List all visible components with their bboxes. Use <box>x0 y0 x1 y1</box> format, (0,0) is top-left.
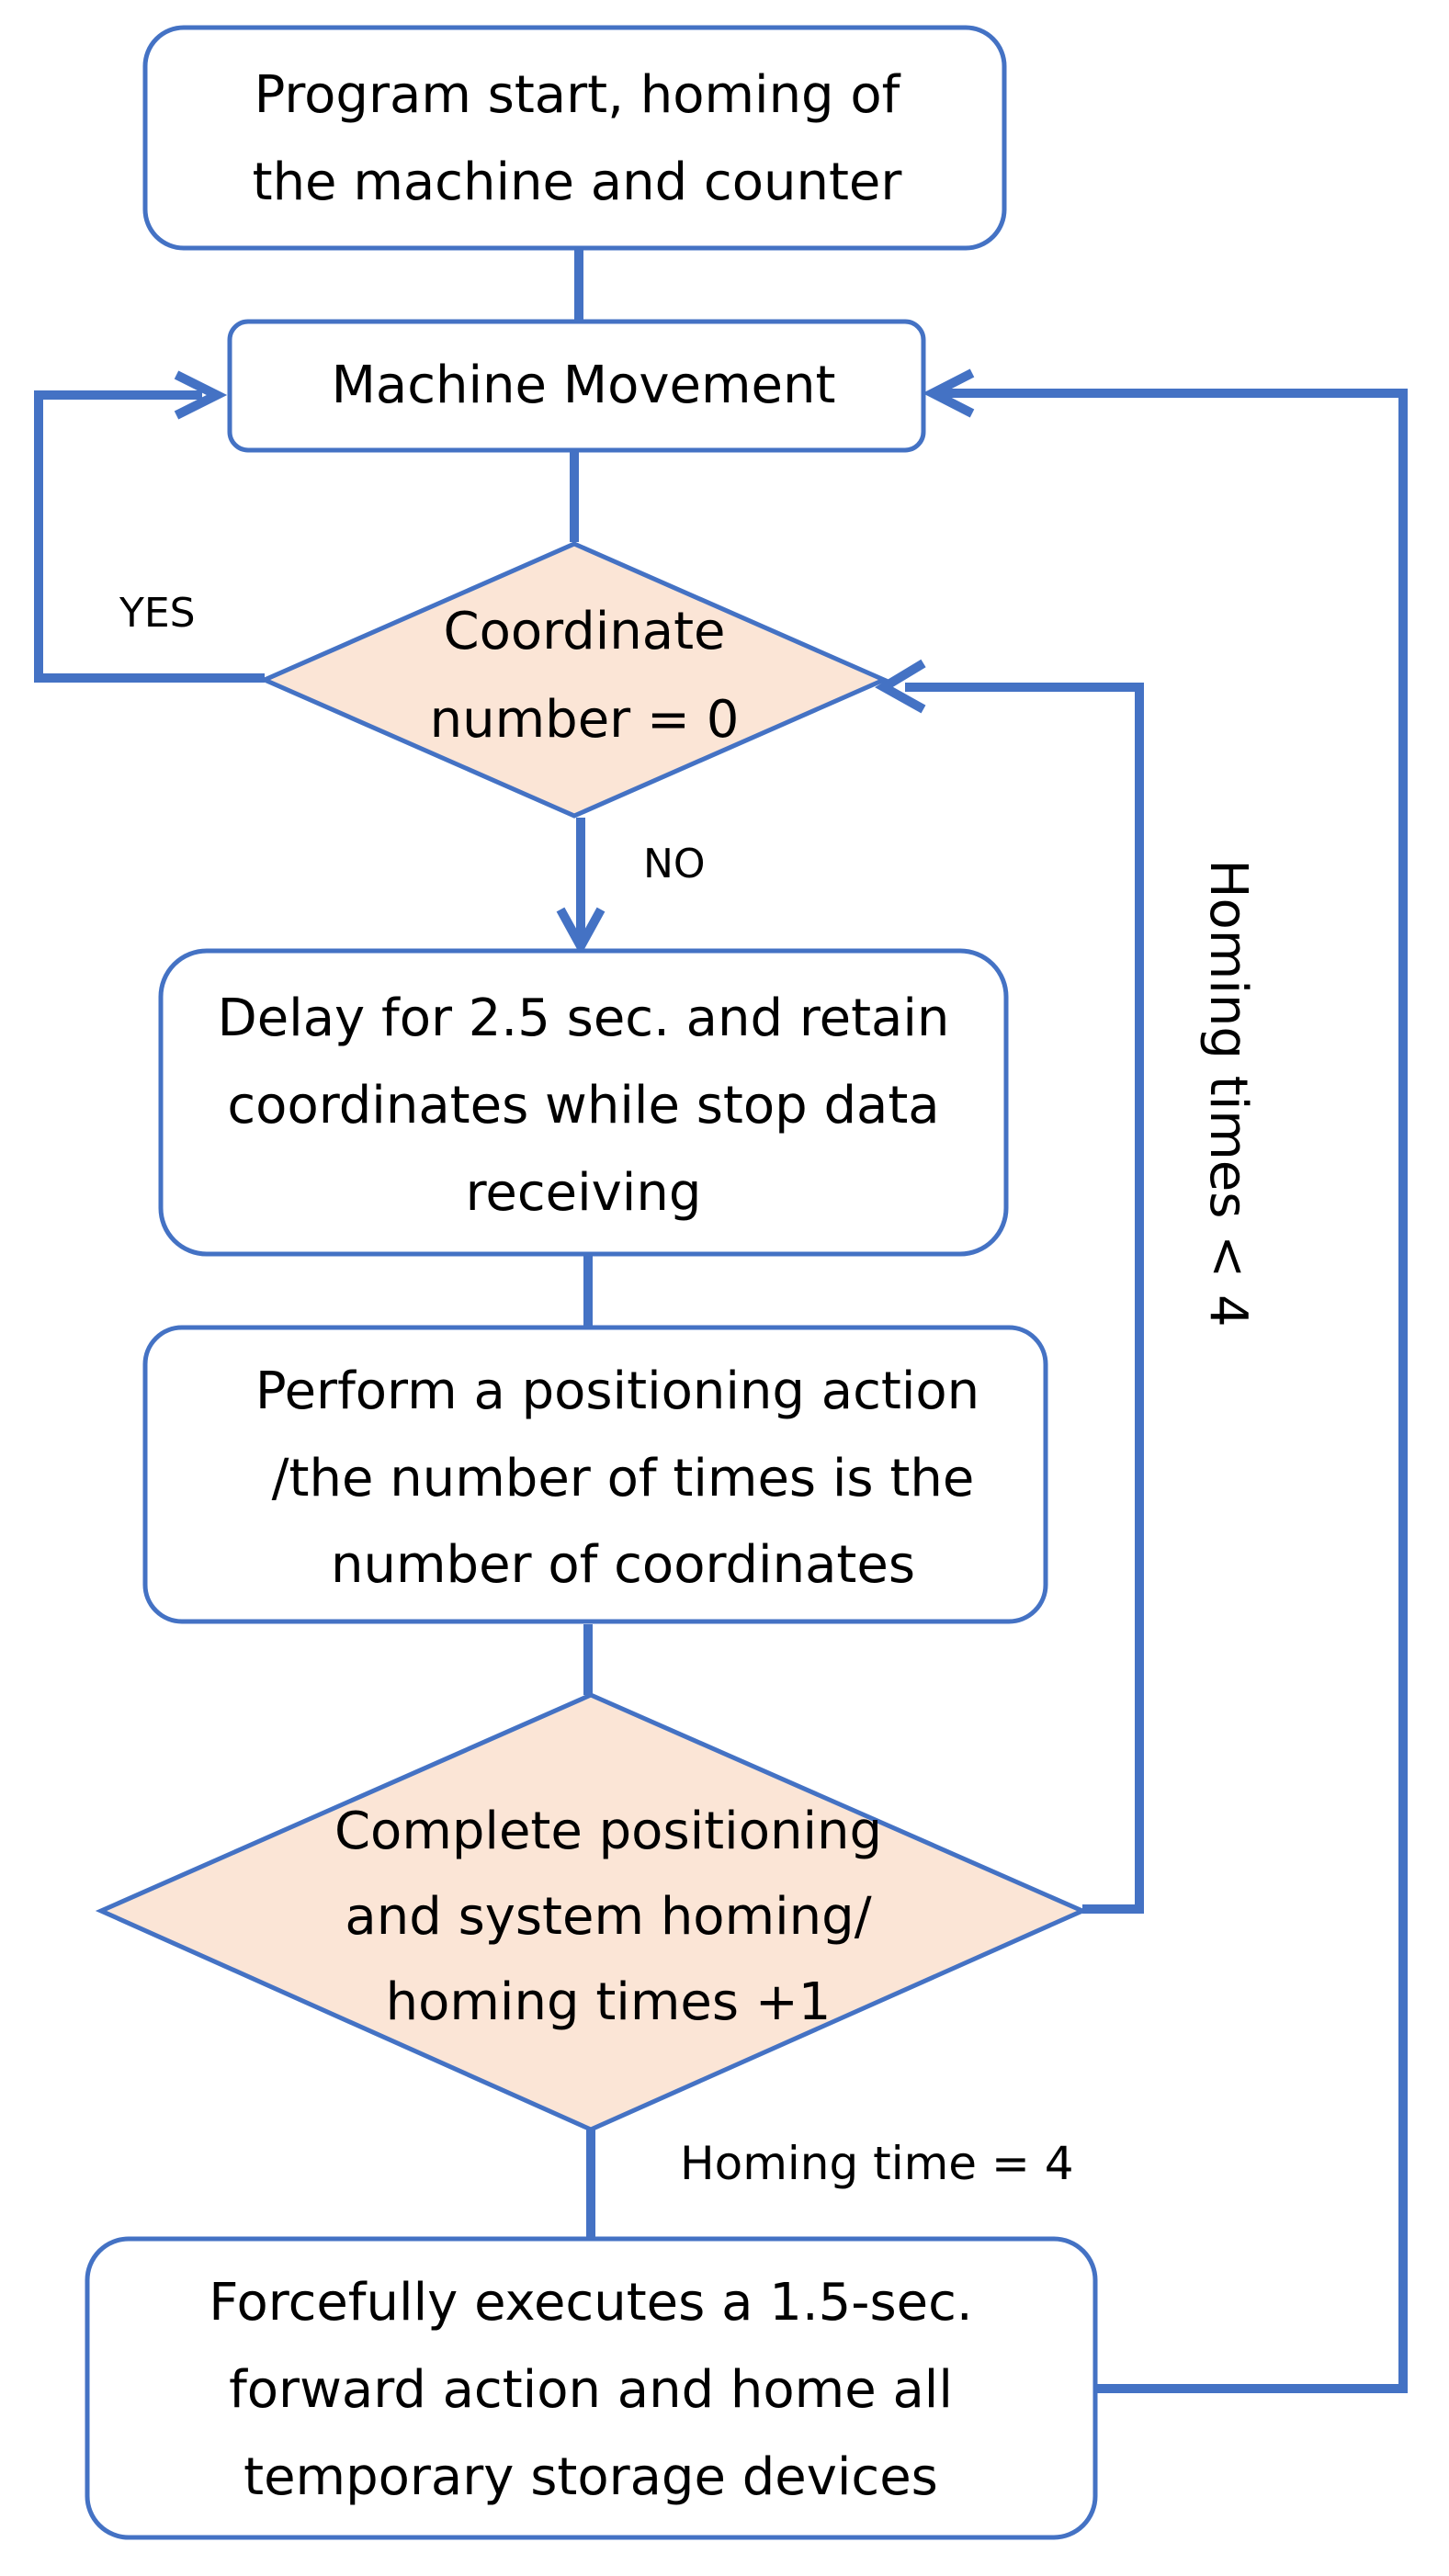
edge-label-yes: YES <box>119 590 196 637</box>
node-movement: Machine Movement <box>227 319 926 453</box>
edge-label-no: NO <box>643 841 706 887</box>
node-positioning: Perform a positioning action /the number… <box>142 1325 1048 1624</box>
connector-yes-loop <box>34 390 265 683</box>
node-delay: Delay for 2.5 sec. and retain coordinate… <box>158 948 1009 1257</box>
arrowhead-no <box>556 907 606 956</box>
node-forward: Forcefully executes a 1.5-sec. forward a… <box>85 2236 1098 2540</box>
node-start-line2: the machine and counter <box>253 153 903 212</box>
edge-label-homing-less: Homing times < 4 <box>1198 859 1258 1327</box>
node-positioning-line2: /the number of times is the <box>272 1449 975 1508</box>
node-movement-label: Machine Movement <box>332 356 836 415</box>
connector-homing-less-loop <box>905 683 1144 1914</box>
node-decision-homing-line2: and system homing/ <box>345 1887 871 1947</box>
node-start: Program start, homing of the machine and… <box>142 25 1007 251</box>
node-forward-line1: Forcefully executes a 1.5-sec. <box>209 2273 972 2333</box>
node-decision-coordinate-line2: number = 0 <box>430 690 740 750</box>
node-delay-line3: receiving <box>466 1163 702 1223</box>
arrowhead-yes <box>174 370 228 420</box>
node-start-line1: Program start, homing of <box>255 65 901 125</box>
node-decision-homing-line1: Complete positioning <box>334 1802 882 1861</box>
node-positioning-line3: number of coordinates <box>331 1535 915 1595</box>
arrowhead-homing-less <box>875 659 926 714</box>
node-decision-coordinate-line1: Coordinate <box>444 602 726 661</box>
node-positioning-line1: Perform a positioning action <box>255 1361 979 1421</box>
node-forward-line3: temporary storage devices <box>243 2447 938 2507</box>
node-decision-homing: Complete positioning and system homing/ … <box>95 1692 1089 2132</box>
node-decision-homing-line3: homing times +1 <box>386 1972 832 2032</box>
arrowhead-forward <box>923 368 975 418</box>
node-delay-line1: Delay for 2.5 sec. and retain <box>218 989 950 1048</box>
node-decision-coordinate: Coordinate number = 0 <box>258 541 890 819</box>
connector-forward-loop <box>937 389 1408 2393</box>
node-forward-line2: forward action and home all <box>229 2360 953 2420</box>
edge-label-homing-equal: Homing time = 4 <box>680 2137 1074 2190</box>
node-delay-line2: coordinates while stop data <box>227 1076 939 1135</box>
